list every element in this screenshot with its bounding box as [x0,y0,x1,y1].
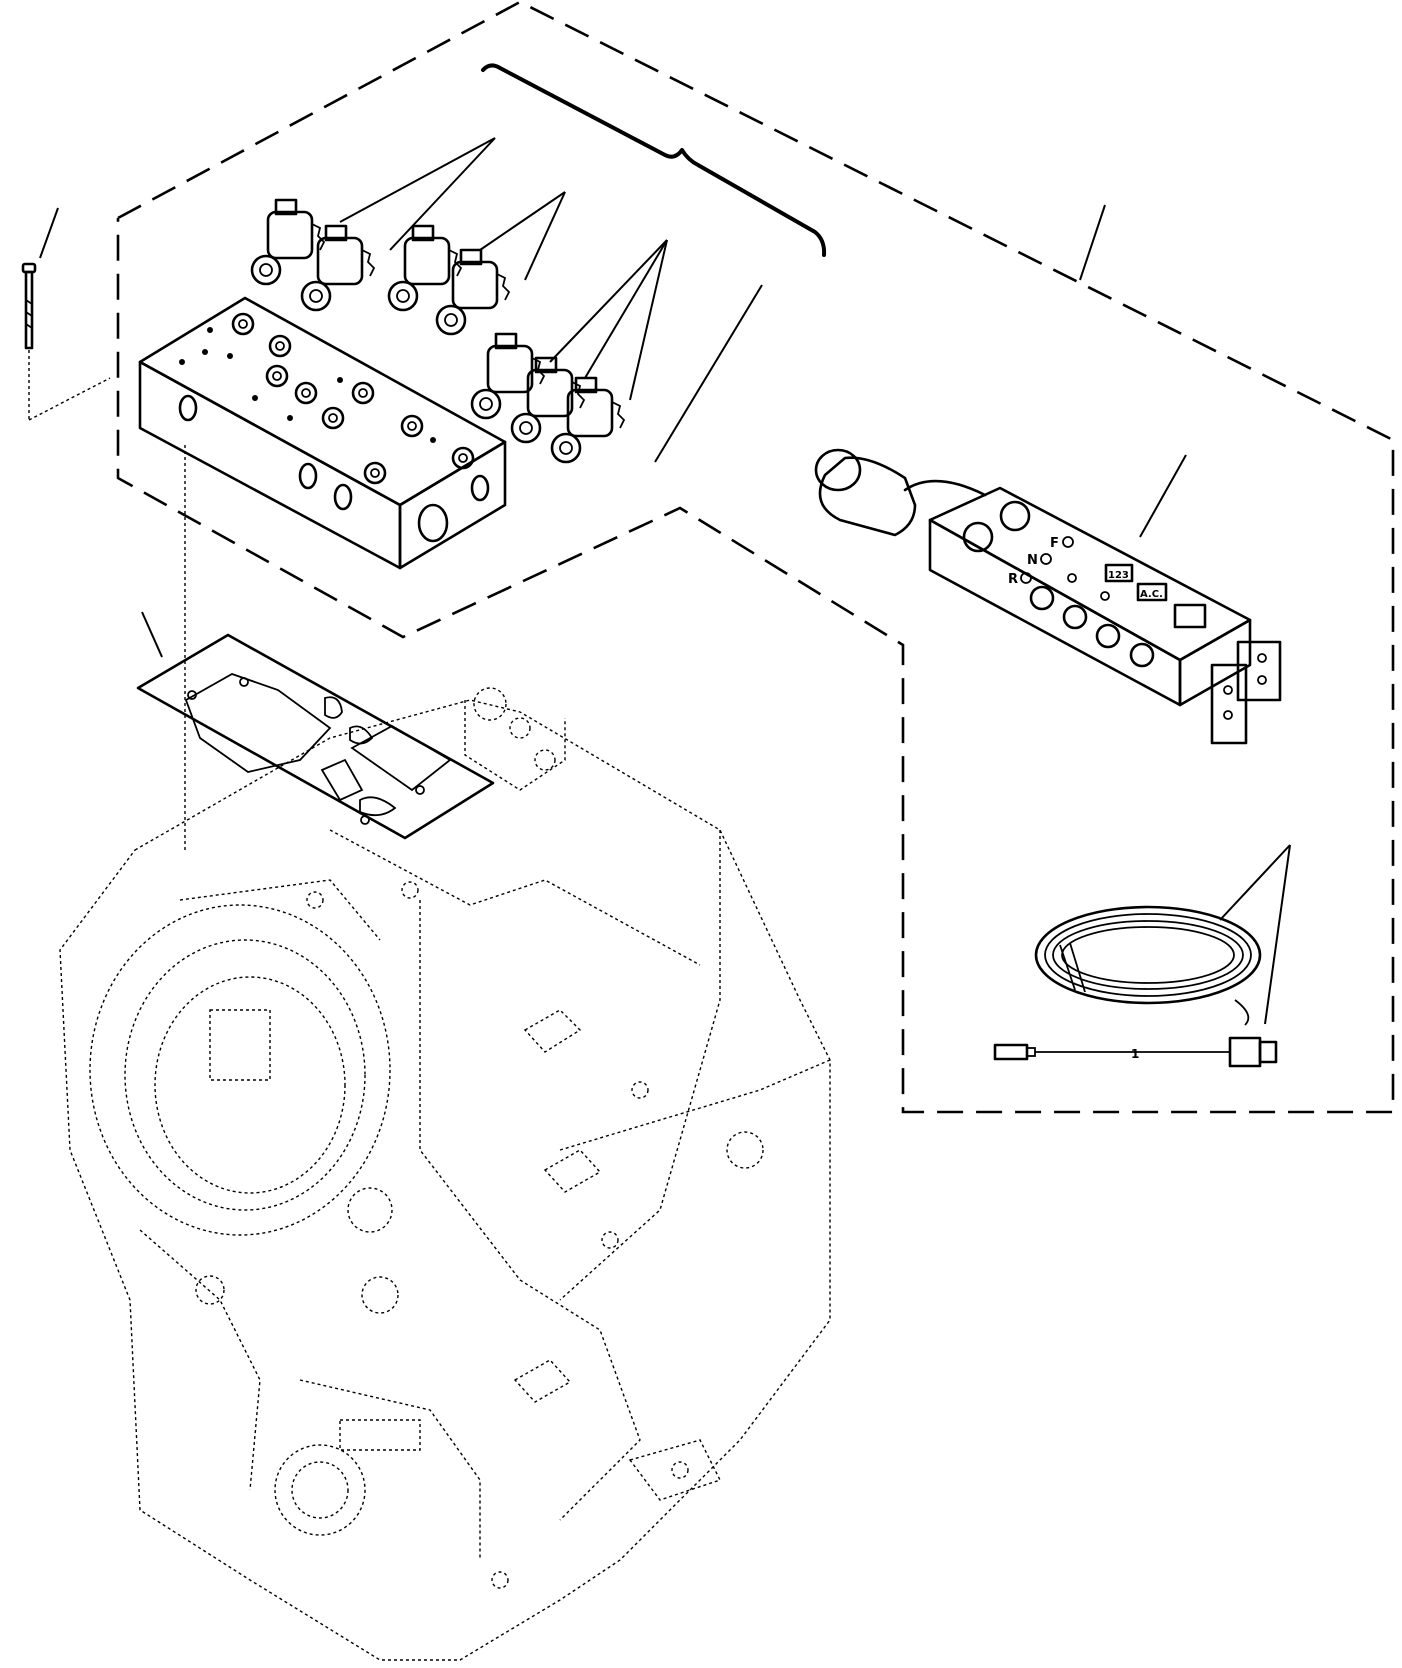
solenoid-valve [510,356,586,444]
solenoid-valve [470,332,546,420]
gasket [136,633,495,840]
valve-manifold-block [138,296,507,850]
transmission-housing [59,687,831,1661]
solenoid-valve [250,198,326,286]
solenoid-valve [387,224,463,312]
controller-key-neutral: N [1027,553,1052,568]
controller-display-a: 123 [1104,563,1134,583]
svg-text:F: F [1050,536,1059,551]
controller-display-b: A.C. [1136,582,1168,602]
solenoid-valve [300,224,376,312]
solenoid-valve [550,376,626,464]
svg-text:R: R [1008,572,1018,587]
solenoid-group-brace [481,63,827,257]
assembly-group-boundary [116,0,1395,1114]
controller-key-reverse: R [1008,572,1032,587]
bolt [21,207,111,421]
controller-key-forward: F [1050,536,1074,551]
svg-text:A.C.: A.C. [1140,589,1163,600]
leader-lines [141,137,1291,1025]
svg-text:N: N [1027,553,1038,568]
wiring-harness: 1 [993,905,1278,1068]
svg-text:1: 1 [1131,1047,1139,1061]
solenoid-valve [435,248,511,336]
transmission-controller: F N R 123 A.C. [814,448,1282,745]
svg-text:123: 123 [1108,570,1129,581]
solenoid-valves [250,198,626,464]
manifold-ports [178,312,490,543]
